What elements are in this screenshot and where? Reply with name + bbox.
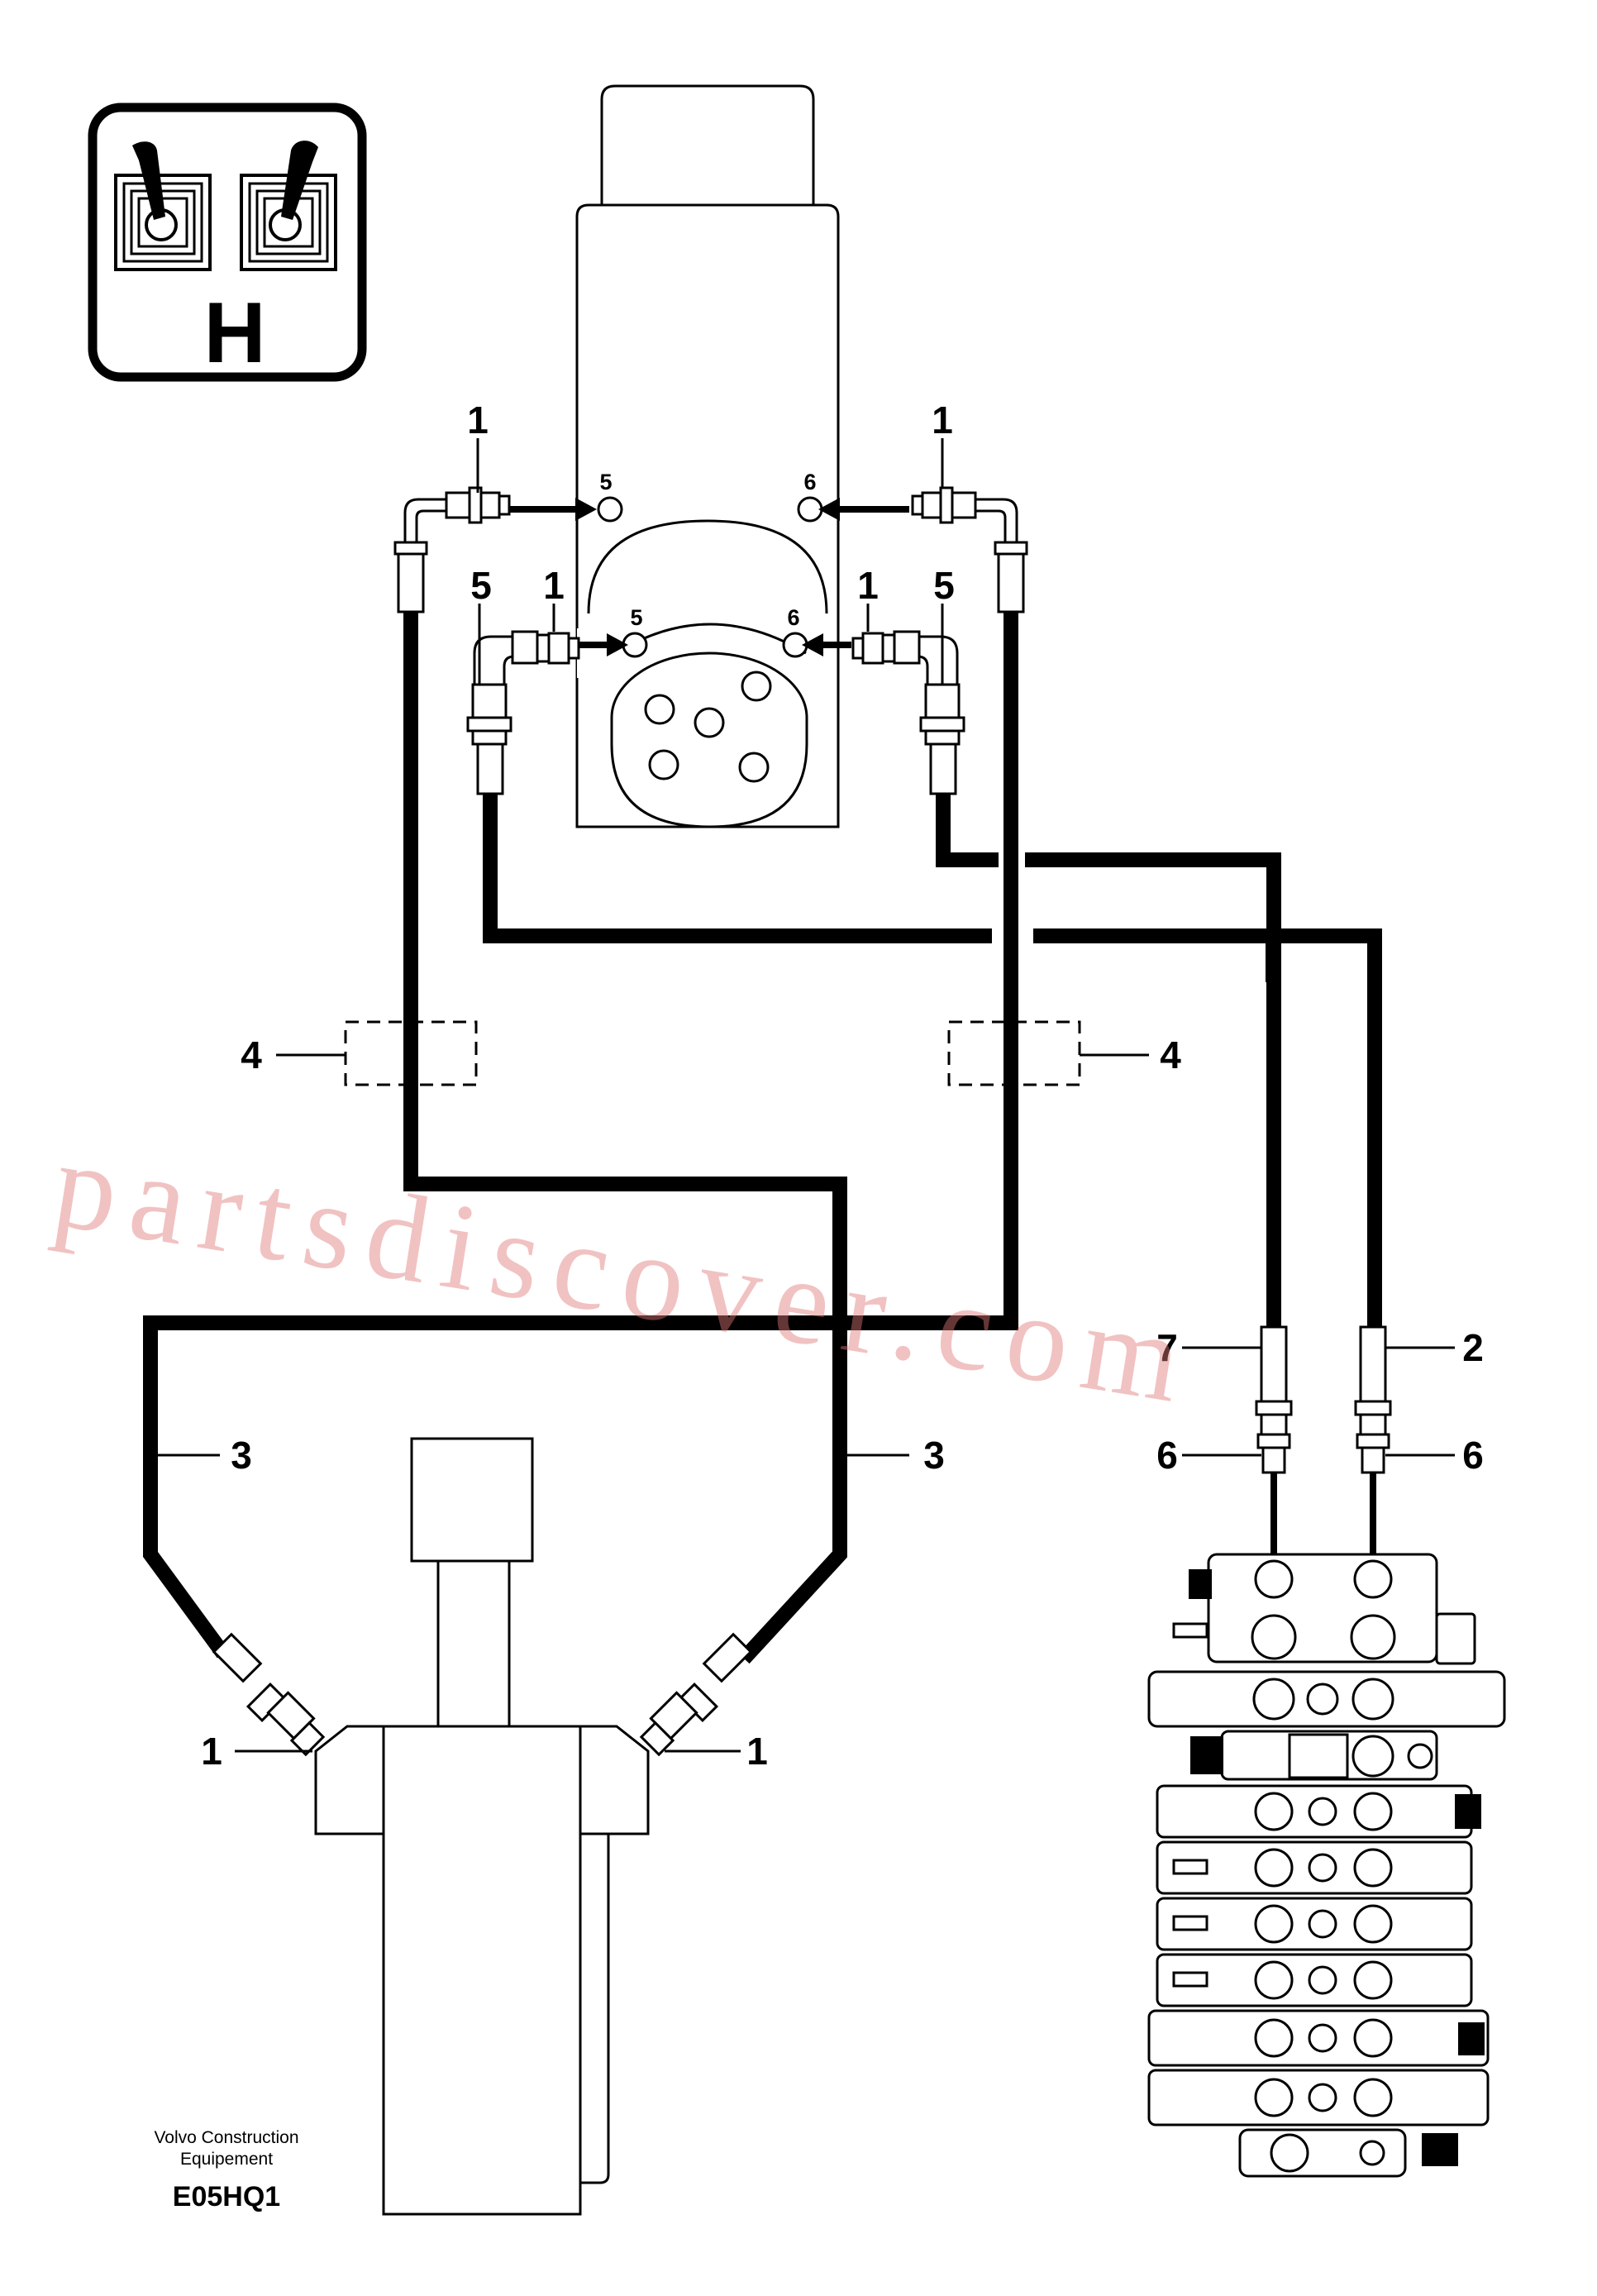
callout-6: 6 bbox=[1462, 1434, 1484, 1477]
valve-hose-fittings bbox=[1255, 1325, 1392, 1474]
port-label-upper-right: 6 bbox=[803, 470, 816, 494]
port-upper-right bbox=[797, 496, 823, 523]
port-upper-left bbox=[597, 496, 623, 523]
callout-7: 7 bbox=[1156, 1326, 1178, 1369]
callout-3: 3 bbox=[231, 1434, 252, 1477]
callout-5: 5 bbox=[470, 564, 492, 607]
dual-joystick-icon bbox=[114, 141, 337, 271]
port-label-lower-left: 5 bbox=[630, 605, 642, 630]
pattern-letter: H bbox=[203, 285, 265, 381]
hose-3-right-branch bbox=[403, 612, 847, 1664]
callout-1: 1 bbox=[201, 1730, 222, 1773]
callout-1: 1 bbox=[746, 1730, 768, 1773]
callouts: 1 1 5 1 1 5 4 4 3 3 1 1 7 2 6 6 bbox=[201, 399, 1484, 1773]
callout-1: 1 bbox=[543, 564, 565, 607]
footer: Volvo Construction Equipement E05HQ1 bbox=[154, 2128, 298, 2212]
callout-1: 1 bbox=[932, 399, 953, 442]
flow-arrows bbox=[506, 498, 909, 656]
swivel-fittings bbox=[393, 486, 1028, 795]
optional-valve-right bbox=[947, 1020, 1081, 1086]
cylinder-fitting-left bbox=[212, 1632, 326, 1757]
port-label-lower-right: 6 bbox=[787, 605, 799, 630]
control-valve-bank bbox=[1147, 1553, 1506, 2178]
callout-4: 4 bbox=[241, 1033, 262, 1076]
leader-lines bbox=[157, 438, 1455, 1753]
watermark: partsdiscover.com bbox=[45, 1115, 1204, 1431]
manufacturer-line-1: Volvo Construction bbox=[154, 2128, 298, 2147]
diagram-code: E05HQ1 bbox=[173, 2181, 280, 2212]
swivel-joint: 5 6 5 6 bbox=[506, 84, 909, 828]
optional-valve-left bbox=[344, 1020, 478, 1086]
callout-4: 4 bbox=[1160, 1033, 1181, 1076]
callout-2: 2 bbox=[1462, 1326, 1484, 1369]
manufacturer-line-2: Equipement bbox=[180, 2150, 273, 2169]
cylinder-fitting-right bbox=[639, 1632, 753, 1757]
callout-1: 1 bbox=[857, 564, 879, 607]
callout-5: 5 bbox=[933, 564, 955, 607]
hydraulic-cylinder bbox=[212, 1437, 753, 2216]
control-pattern-symbol: H bbox=[88, 103, 367, 382]
callout-3: 3 bbox=[923, 1434, 945, 1477]
callout-6: 6 bbox=[1156, 1434, 1178, 1477]
callout-1: 1 bbox=[467, 399, 489, 442]
port-label-upper-left: 5 bbox=[599, 470, 612, 494]
